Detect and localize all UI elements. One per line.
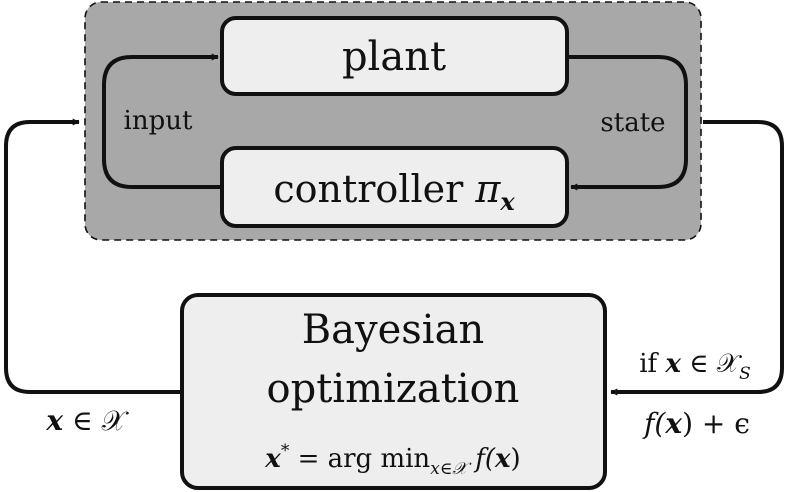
bo-formula-subscript: x∈𝒳 — [430, 459, 472, 479]
controller-label: controller πx — [273, 167, 515, 216]
param-set: ∈ 𝒳 — [63, 404, 130, 437]
controller-word: controller — [273, 167, 464, 211]
cond-subscript: S — [739, 364, 751, 384]
controller-subscript: x — [499, 187, 515, 216]
cond-set: ∈ 𝒳 — [681, 349, 743, 379]
state-label: state — [600, 108, 665, 138]
objective-noise-label: f(x) + ϵ — [642, 407, 750, 440]
bo-formula-star: * — [281, 441, 290, 461]
bo-formula-argmin: = arg min — [289, 444, 430, 474]
obj-f: f( — [642, 407, 666, 440]
input-label: input — [124, 106, 193, 136]
bo-formula: x* = arg minx∈𝒳 f(x) — [264, 441, 520, 479]
evaluation-edge — [610, 120, 784, 396]
plant-label: plant — [342, 34, 446, 80]
controller-pi-symbol: π — [474, 167, 501, 211]
cond-if: if — [639, 349, 665, 379]
safe-set-condition-label: if x ∈ 𝒳S — [639, 349, 751, 384]
bo-formula-close: ) — [511, 444, 521, 474]
obj-noise: ) + ϵ — [682, 407, 750, 440]
bo-title-line2: optimization — [267, 366, 520, 412]
input-edge — [102, 53, 222, 189]
cond-x: x — [664, 349, 681, 379]
state-edge — [567, 55, 688, 191]
obj-x: x — [664, 407, 682, 440]
parameter-edge — [4, 118, 182, 394]
param-x: x — [45, 404, 63, 437]
bo-formula-fx: x — [494, 444, 511, 474]
bo-title-line1: Bayesian — [302, 307, 484, 353]
parameter-edge-label: x ∈ 𝒳 — [45, 404, 129, 437]
bo-formula-x: x — [264, 444, 281, 474]
bo-formula-f: f( — [467, 444, 496, 474]
